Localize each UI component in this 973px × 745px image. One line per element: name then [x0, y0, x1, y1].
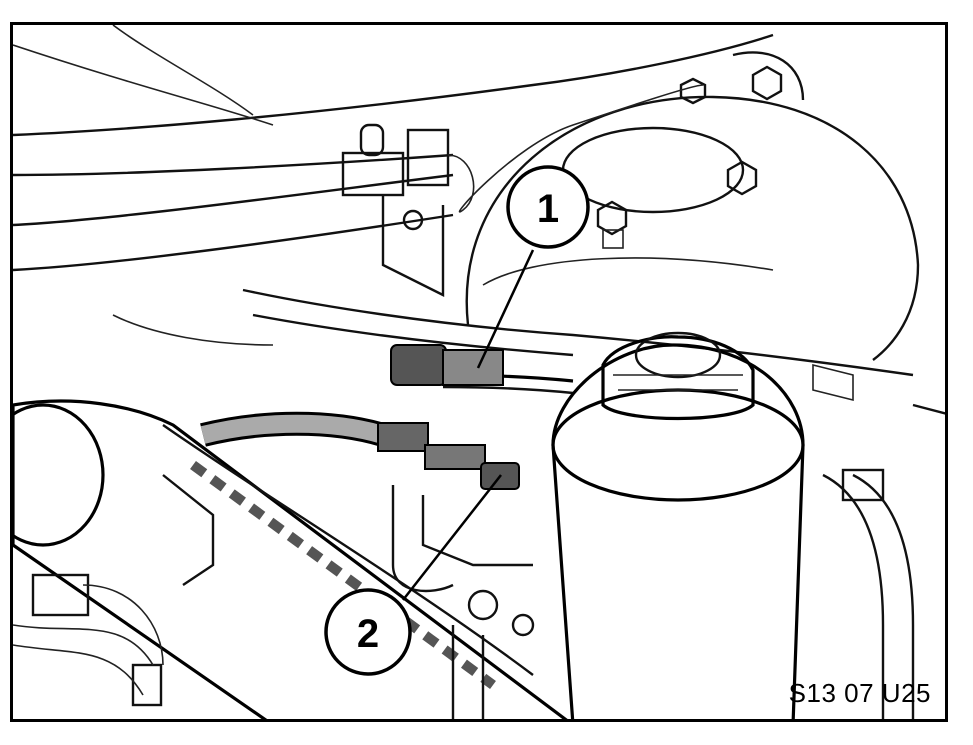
nut-3	[679, 77, 707, 105]
nut-4	[751, 65, 783, 101]
nut-2	[726, 160, 758, 196]
nut-1	[596, 200, 628, 249]
callout-2-label: 2	[357, 612, 379, 656]
callout-1-label: 1	[537, 187, 559, 231]
lower-pipes	[391, 485, 535, 719]
brake-line-bar	[112, 288, 914, 377]
figure-frame: 1 2 S13 07 U25	[10, 22, 948, 722]
hose-connector-1	[390, 344, 574, 395]
right-side-lines	[812, 363, 945, 719]
wiring-harness	[13, 573, 164, 707]
engine-cover	[13, 399, 568, 719]
callout-2: 2	[324, 474, 502, 676]
engine-bay-illustration: 1 2	[13, 25, 945, 719]
cowl-panel	[13, 25, 774, 297]
fluid-reservoir	[551, 331, 805, 719]
hose-connector-2	[200, 411, 520, 490]
callout-1: 1	[476, 165, 590, 369]
figure-code: S13 07 U25	[788, 678, 931, 708]
